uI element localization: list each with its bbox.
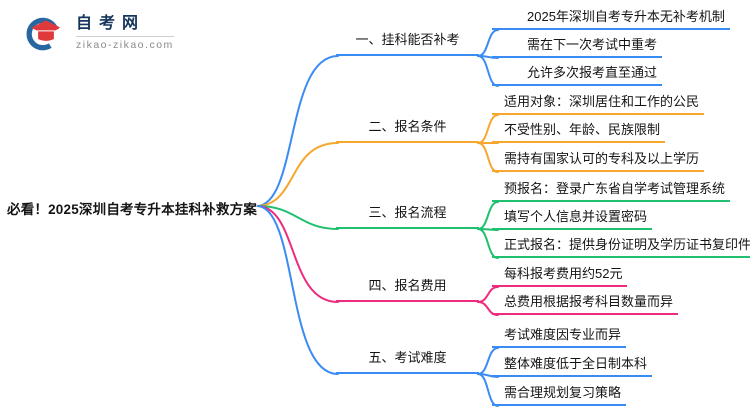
leaf-node: 不受性别、年龄、民族限制 bbox=[492, 122, 666, 143]
connector-path bbox=[257, 205, 339, 230]
leaf-node: 整体难度低于全日制本科 bbox=[492, 356, 653, 377]
connector-path bbox=[257, 142, 339, 207]
graduation-cap-icon bbox=[26, 17, 61, 51]
leaf-node: 适用对象：深圳居住和工作的公民 bbox=[492, 94, 705, 115]
branch-node-3: 三、报名流程 bbox=[336, 205, 479, 229]
leaf-node: 允许多次报考直至通过 bbox=[492, 65, 663, 86]
branch-node-4: 四、报名费用 bbox=[336, 278, 479, 302]
leaf-node: 需合理规划复习策略 bbox=[492, 385, 627, 406]
logo-title: 自考网 bbox=[76, 15, 146, 32]
branch-node-5: 五、考试难度 bbox=[336, 350, 479, 374]
leaf-node: 预报名：登录广东省自学考试管理系统 bbox=[492, 181, 731, 202]
logo-domain: zikao-zikao.com bbox=[76, 39, 174, 51]
central-topic: 必看！2025深圳自考专升本挂科补救方案 bbox=[7, 202, 258, 217]
logo-text-block: 自考网 zikao-zikao.com bbox=[76, 15, 174, 51]
connector-path bbox=[257, 205, 339, 303]
leaf-node: 2025年深圳自考专升本无补考机制 bbox=[492, 9, 730, 30]
site-logo: 自考网 zikao-zikao.com bbox=[26, 13, 174, 53]
leaf-node: 每科报考费用约52元 bbox=[492, 266, 628, 287]
leaf-node: 正式报名：提供身份证明及学历证书复印件 bbox=[492, 237, 750, 258]
logo-divider bbox=[76, 36, 174, 37]
leaf-node: 需持有国家认可的专科及以上学历 bbox=[492, 151, 705, 172]
leaf-node: 总费用根据报考科目数量而异 bbox=[492, 294, 679, 315]
leaf-node: 填写个人信息并设置密码 bbox=[492, 209, 653, 230]
branch-node-1: 一、挂科能否补考 bbox=[336, 32, 479, 56]
connector-path bbox=[257, 55, 339, 207]
leaf-node: 考试难度因专业而异 bbox=[492, 327, 627, 348]
connector-path bbox=[257, 205, 339, 375]
leaf-node: 需在下一次考试中重考 bbox=[492, 37, 663, 58]
branch-node-2: 二、报名条件 bbox=[336, 119, 479, 143]
